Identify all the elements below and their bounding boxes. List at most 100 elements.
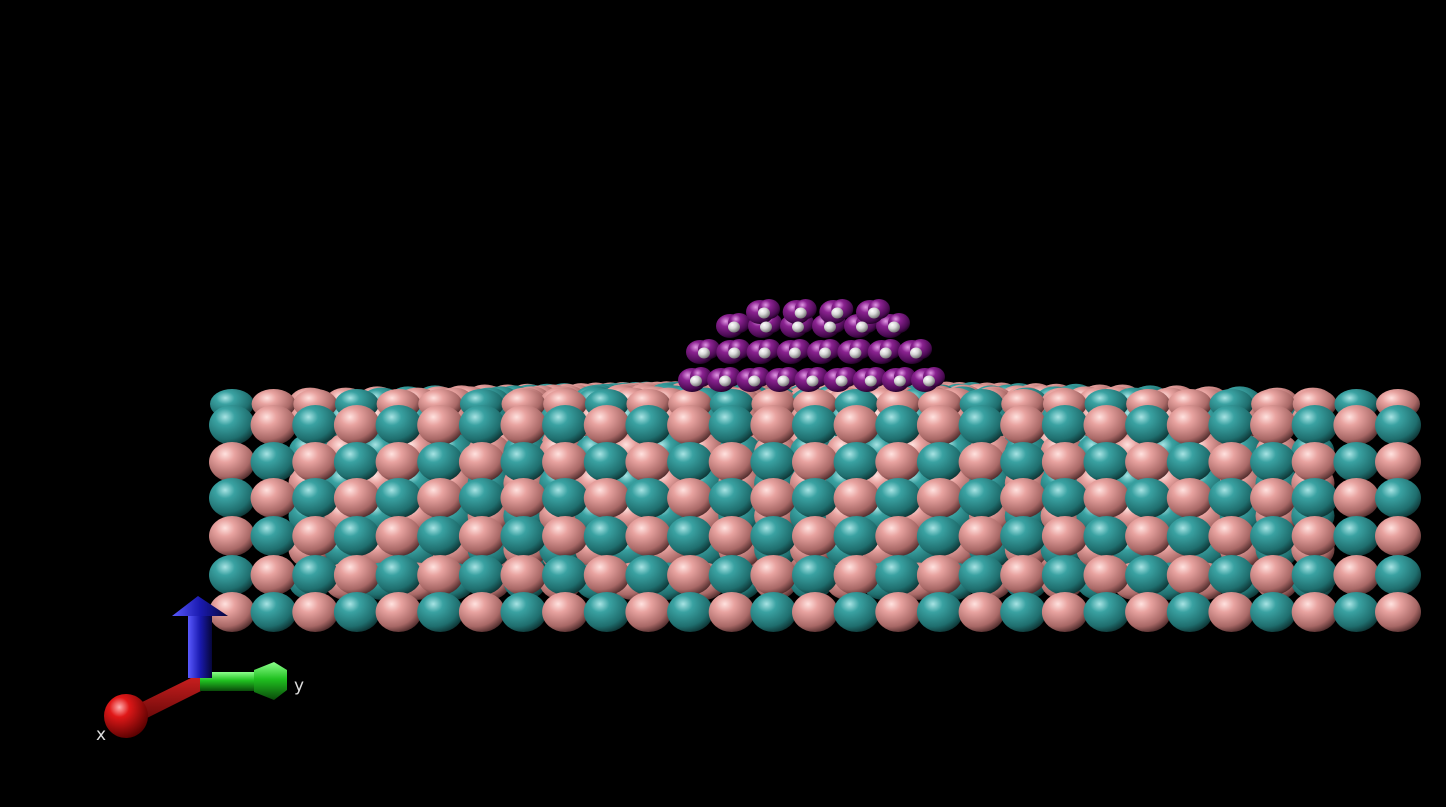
teal-atom: [916, 442, 963, 482]
pink-atom: [1375, 592, 1421, 632]
teal-atom: [1375, 478, 1421, 518]
pink-atom: [1000, 478, 1047, 518]
pink-atom: [875, 516, 922, 556]
teal-atom: [500, 442, 547, 482]
teal-atom: [667, 592, 714, 632]
hydrogen-atom: [728, 347, 741, 359]
pink-atom: [750, 405, 797, 445]
pink-atom: [209, 516, 255, 556]
teal-atom: [583, 442, 630, 482]
pink-atom: [583, 555, 630, 595]
teal-atom: [1375, 555, 1421, 595]
teal-atom: [875, 478, 922, 518]
teal-atom: [833, 442, 880, 482]
pink-atom: [1208, 442, 1255, 482]
teal-atom: [458, 478, 505, 518]
teal-atom: [792, 555, 838, 595]
pink-atom: [1291, 516, 1338, 556]
hydrogen-atom: [923, 375, 935, 387]
teal-atom: [1041, 555, 1088, 595]
z-axis-cone: [172, 596, 228, 616]
pink-atom: [375, 442, 422, 482]
pink-atom: [292, 592, 339, 632]
pink-atom: [1125, 516, 1172, 556]
pink-atom: [250, 478, 297, 518]
teal-atom: [1000, 592, 1047, 632]
teal-atom: [1291, 405, 1338, 445]
teal-atom: [542, 555, 589, 595]
pink-atom: [1000, 555, 1047, 595]
pink-atom: [1083, 405, 1130, 445]
hydrogen-atom: [888, 321, 900, 333]
pink-atom: [667, 405, 714, 445]
teal-atom: [1041, 478, 1088, 518]
pink-atom: [583, 478, 630, 518]
pink-atom: [875, 592, 922, 632]
hydrogen-atom: [719, 375, 732, 387]
pink-atom: [375, 516, 422, 556]
pink-atom: [250, 555, 297, 595]
teal-atom: [625, 405, 672, 445]
teal-atom: [417, 592, 464, 632]
pink-atom: [1125, 442, 1172, 482]
pink-atom: [1041, 516, 1088, 556]
pink-atom: [542, 442, 589, 482]
teal-atom: [583, 592, 630, 632]
pink-atom: [542, 592, 589, 632]
pink-atom: [458, 516, 505, 556]
teal-atom: [1291, 478, 1338, 518]
pink-atom: [375, 592, 422, 632]
x-axis-label: x: [96, 725, 106, 745]
teal-atom: [667, 516, 714, 556]
teal-atom: [708, 478, 755, 518]
hydrogen-atom: [835, 375, 848, 387]
pink-atom: [833, 478, 880, 518]
teal-atom: [417, 442, 464, 482]
teal-atom: [250, 516, 297, 556]
teal-atom: [500, 516, 547, 556]
crystal-slab: [209, 379, 1421, 632]
pink-atom: [1375, 442, 1421, 482]
pink-atom: [583, 405, 630, 445]
pink-atom: [292, 516, 339, 556]
teal-atom: [1125, 555, 1172, 595]
teal-atom: [292, 405, 339, 445]
teal-atom: [1166, 592, 1213, 632]
hydrogen-atom: [856, 321, 868, 333]
teal-atom: [792, 478, 838, 518]
pink-atom: [958, 516, 1005, 556]
teal-atom: [209, 555, 255, 595]
pink-atom: [792, 442, 838, 482]
teal-atom: [458, 555, 505, 595]
pink-atom: [625, 442, 672, 482]
teal-atom: [833, 592, 880, 632]
teal-atom: [1166, 516, 1213, 556]
teal-atom: [375, 555, 422, 595]
molecule-cluster: [678, 299, 945, 392]
hydrogen-atom: [698, 347, 710, 359]
pink-atom: [250, 405, 297, 445]
teal-atom: [667, 442, 714, 482]
teal-atom: [916, 592, 963, 632]
pink-atom: [708, 442, 755, 482]
x-axis-ball: [104, 694, 148, 738]
pink-atom: [1166, 405, 1213, 445]
teal-atom: [750, 442, 797, 482]
pink-atom: [1041, 592, 1088, 632]
teal-atom: [1375, 405, 1421, 445]
hydrogen-atom: [806, 375, 819, 387]
pink-atom: [1333, 478, 1380, 518]
hydrogen-atom: [794, 307, 807, 319]
pink-atom: [916, 555, 963, 595]
teal-atom: [292, 478, 339, 518]
teal-atom: [1041, 405, 1088, 445]
y-axis-cone: [254, 662, 287, 700]
teal-atom: [1083, 442, 1130, 482]
pink-atom: [1250, 405, 1297, 445]
hydrogen-atom: [690, 375, 702, 387]
teal-atom: [708, 405, 755, 445]
hydrogen-atom: [728, 321, 740, 333]
hydrogen-atom: [758, 347, 771, 359]
teal-atom: [708, 555, 755, 595]
